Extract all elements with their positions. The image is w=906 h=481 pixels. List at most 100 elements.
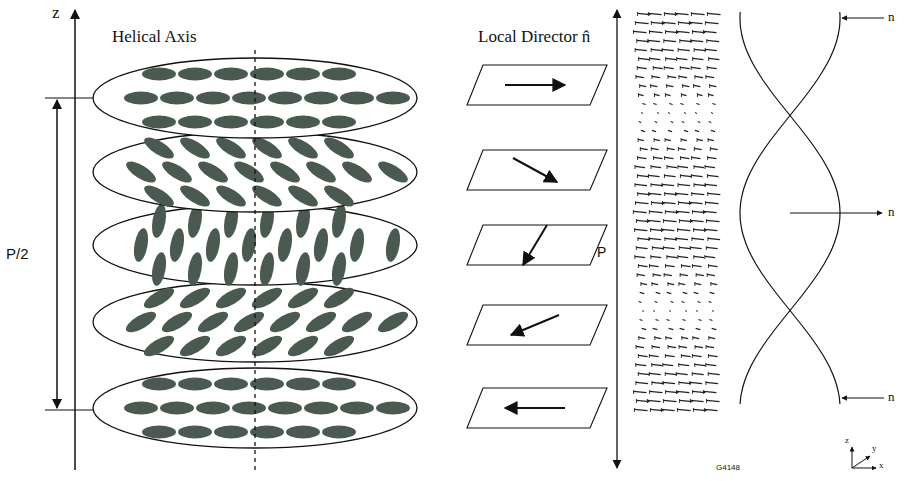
molecule-segment: [682, 337, 688, 338]
molecule: [285, 181, 321, 210]
molecule-tick: [679, 219, 680, 223]
molecule-segment: [692, 238, 704, 239]
molecule-tick: [638, 93, 639, 97]
molecule-tick: [635, 183, 636, 187]
molecule-segment: [639, 319, 642, 320]
molecule: [267, 157, 303, 186]
molecule-tick: [633, 30, 634, 34]
molecule: [214, 378, 248, 391]
molecule-segment: [709, 337, 715, 338]
molecule-segment: [705, 166, 715, 167]
molecule-tick: [638, 354, 639, 358]
molecule-segment: [678, 256, 688, 257]
molecule-tick: [696, 273, 697, 277]
molecule: [186, 251, 205, 287]
molecule-segment: [653, 310, 654, 311]
molecule-tick: [638, 372, 639, 376]
molecule-segment: [666, 319, 669, 320]
molecule-segment: [689, 202, 702, 203]
molecule-tick: [648, 192, 649, 196]
molecule-segment: [650, 31, 663, 32]
molecule-tick: [651, 363, 652, 367]
molecule-segment: [692, 157, 701, 158]
molecule-segment: [635, 166, 645, 167]
molecule-tick: [665, 264, 666, 268]
molecule-segment: [636, 382, 648, 383]
molecule-tick: [662, 21, 663, 25]
molecule-segment: [706, 382, 718, 383]
molecule-segment: [639, 337, 645, 338]
molecule-tick: [665, 354, 666, 358]
molecule-segment: [680, 67, 690, 68]
molecule: [160, 402, 194, 415]
molecule-tick: [678, 363, 679, 367]
molecule-tick: [661, 228, 662, 232]
molecule-segment: [689, 22, 702, 23]
molecule-tick: [636, 345, 637, 349]
molecule-segment: [663, 364, 673, 365]
molecule-tick: [667, 282, 668, 286]
molecule-tick: [676, 372, 677, 376]
molecule-segment: [663, 382, 675, 383]
director-arrow: [790, 212, 882, 213]
molecule-segment: [683, 85, 690, 86]
molecule-segment: [696, 103, 699, 104]
molecule-segment: [703, 211, 716, 212]
molecule-segment: [653, 103, 656, 104]
molecule-tick: [651, 48, 652, 52]
molecule: [141, 181, 177, 210]
molecule-tick: [697, 93, 698, 97]
molecule-tick: [650, 84, 651, 88]
molecule-tick: [704, 255, 705, 259]
molecule-segment: [663, 220, 676, 221]
molecule-tick: [637, 273, 638, 277]
molecule-segment: [708, 157, 717, 158]
molecule-segment: [669, 328, 674, 329]
molecule-segment: [668, 346, 676, 347]
molecule-tick: [635, 75, 636, 79]
molecule-tick: [636, 39, 637, 43]
molecule-tick: [692, 210, 693, 214]
molecule-segment: [682, 301, 685, 302]
molecule-segment: [653, 274, 661, 275]
molecule-segment: [637, 67, 647, 68]
axis-y: [852, 456, 870, 468]
molecule-segment: [706, 247, 717, 248]
molecule-segment: [681, 355, 690, 356]
molecule-segment: [678, 148, 685, 149]
molecule: [142, 116, 176, 129]
molecule-segment: [637, 274, 645, 275]
molecule-segment: [709, 301, 712, 302]
molecule-segment: [707, 40, 719, 41]
molecule-segment: [636, 76, 644, 77]
molecule-tick: [681, 336, 682, 340]
molecule: [160, 92, 194, 105]
molecule-tick: [637, 12, 638, 16]
molecule: [312, 227, 331, 263]
molecule: [150, 251, 169, 287]
molecule: [195, 157, 231, 186]
molecule-segment: [639, 301, 642, 302]
molecule-tick: [662, 201, 663, 205]
molecule-segment: [638, 94, 643, 95]
molecule: [286, 116, 320, 129]
molecule: [214, 426, 248, 439]
molecule-segment: [634, 31, 647, 32]
molecule-segment: [707, 13, 720, 14]
molecule-tick: [649, 354, 650, 358]
axis-label: x: [879, 461, 884, 471]
molecule-tick: [663, 399, 664, 403]
molecule-tick: [705, 21, 706, 25]
molecule: [304, 92, 338, 105]
molecule-segment: [695, 76, 703, 77]
molecule-segment: [678, 49, 690, 50]
molecule-tick: [675, 12, 676, 16]
molecule-tick: [638, 336, 639, 340]
molecule-segment: [651, 49, 663, 50]
molecule-segment: [680, 328, 685, 329]
molecule: [178, 426, 212, 439]
molecule-segment: [642, 310, 643, 311]
molecule-segment: [669, 310, 670, 311]
molecule-segment: [705, 184, 717, 185]
molecule-tick: [692, 30, 693, 34]
